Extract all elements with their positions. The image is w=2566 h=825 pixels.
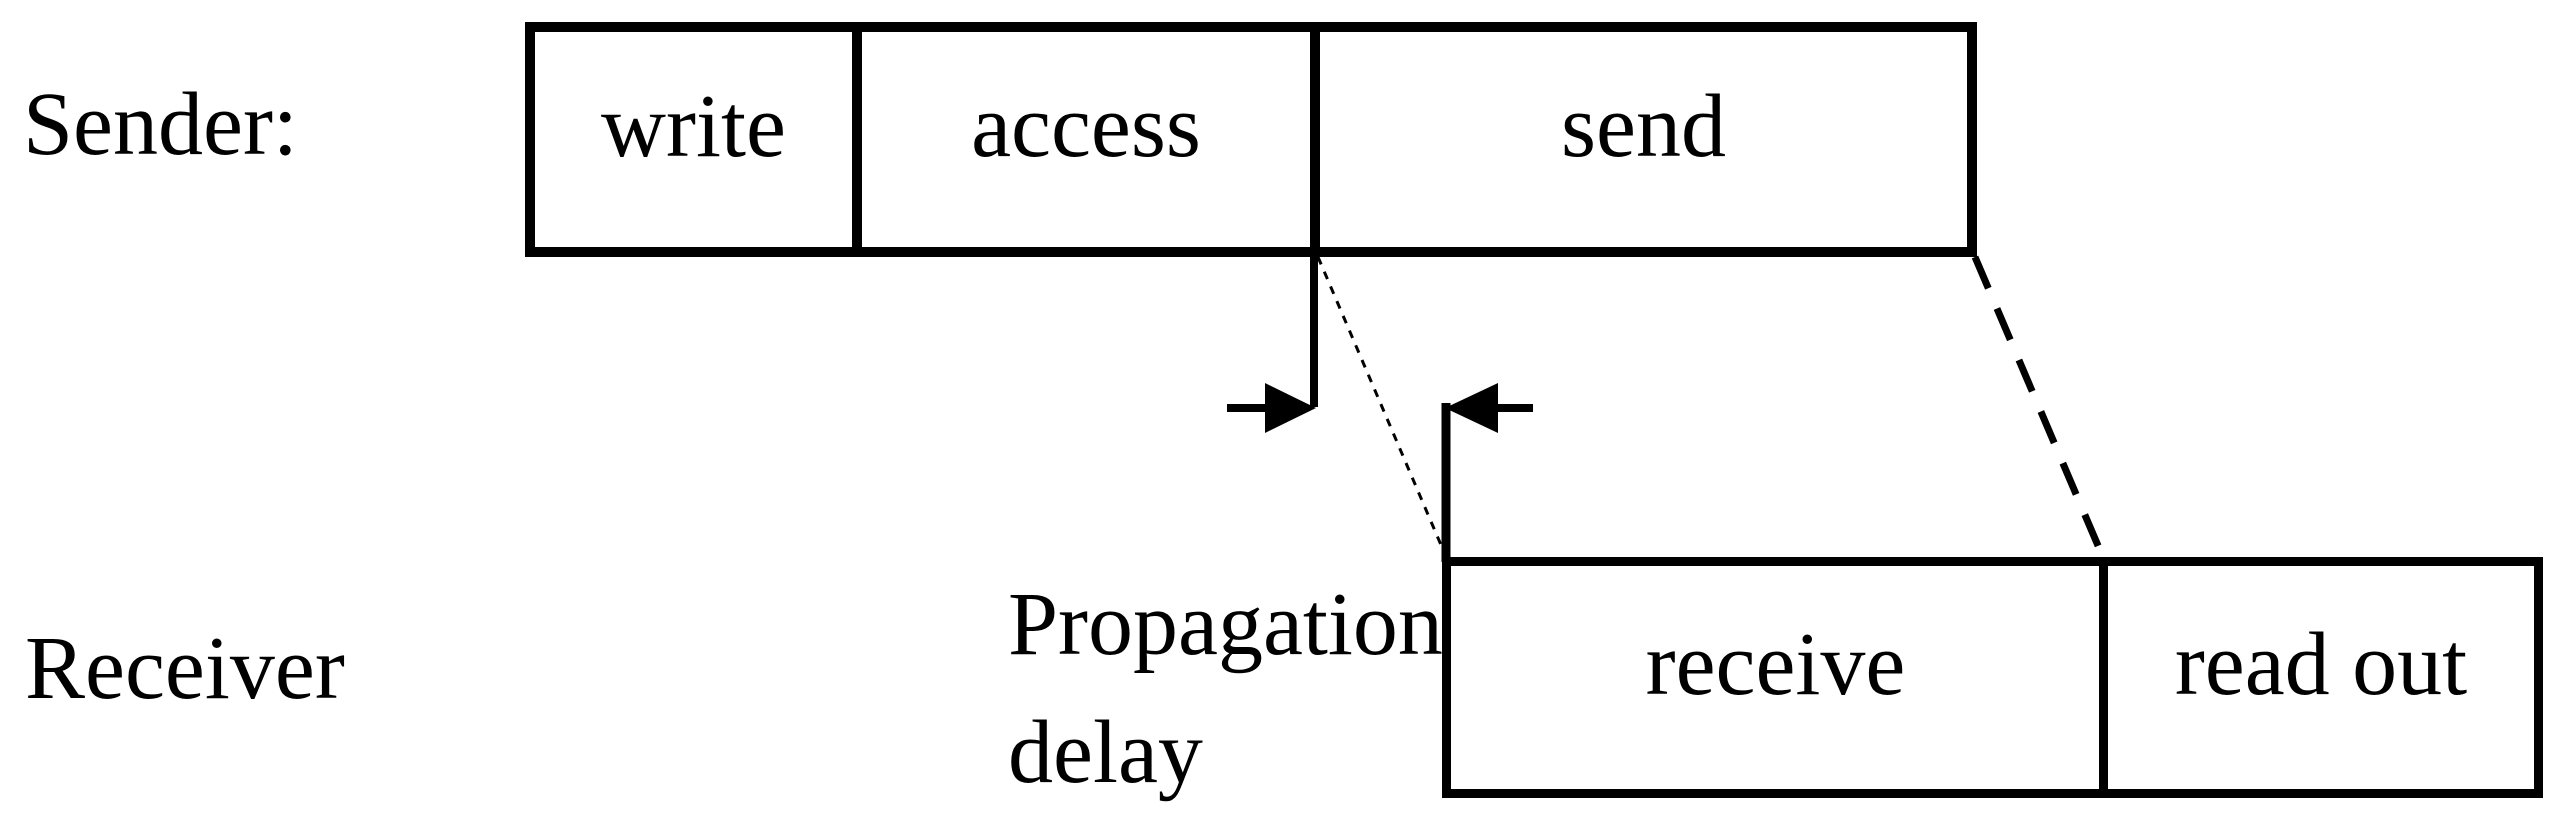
propagation-start-dotted-line (1316, 256, 1446, 553)
write-access-divider (852, 22, 862, 257)
send-label: send (1561, 76, 1726, 176)
sender-label: Sender: (23, 75, 298, 174)
right-arrowhead-icon (1265, 383, 1316, 433)
access-send-divider (1310, 22, 1320, 257)
receiver-label: Receiver (25, 619, 345, 718)
readout-label: read out (2174, 614, 2468, 714)
receive-label: receive (1645, 614, 1906, 714)
propagation-delay-label-line2: delay (1008, 703, 1203, 802)
sender-phase-access: access (857, 22, 1315, 257)
propagation-delay-label-line1: Propagation (1008, 575, 1443, 674)
access-label: access (971, 76, 1201, 176)
receiver-phase-receive: receive (1447, 557, 2104, 798)
receiver-timeline-box (1442, 557, 2543, 798)
left-arrowhead-icon (1445, 383, 1498, 433)
sender-phase-write: write (530, 22, 857, 257)
write-label: write (601, 76, 786, 176)
sender-timeline-box (525, 22, 1977, 257)
receive-readout-divider (2099, 557, 2108, 798)
sender-phase-send: send (1315, 22, 1972, 257)
receiver-phase-readout: read out (2104, 557, 2538, 798)
propagation-end-dashed-line (1971, 255, 2106, 557)
